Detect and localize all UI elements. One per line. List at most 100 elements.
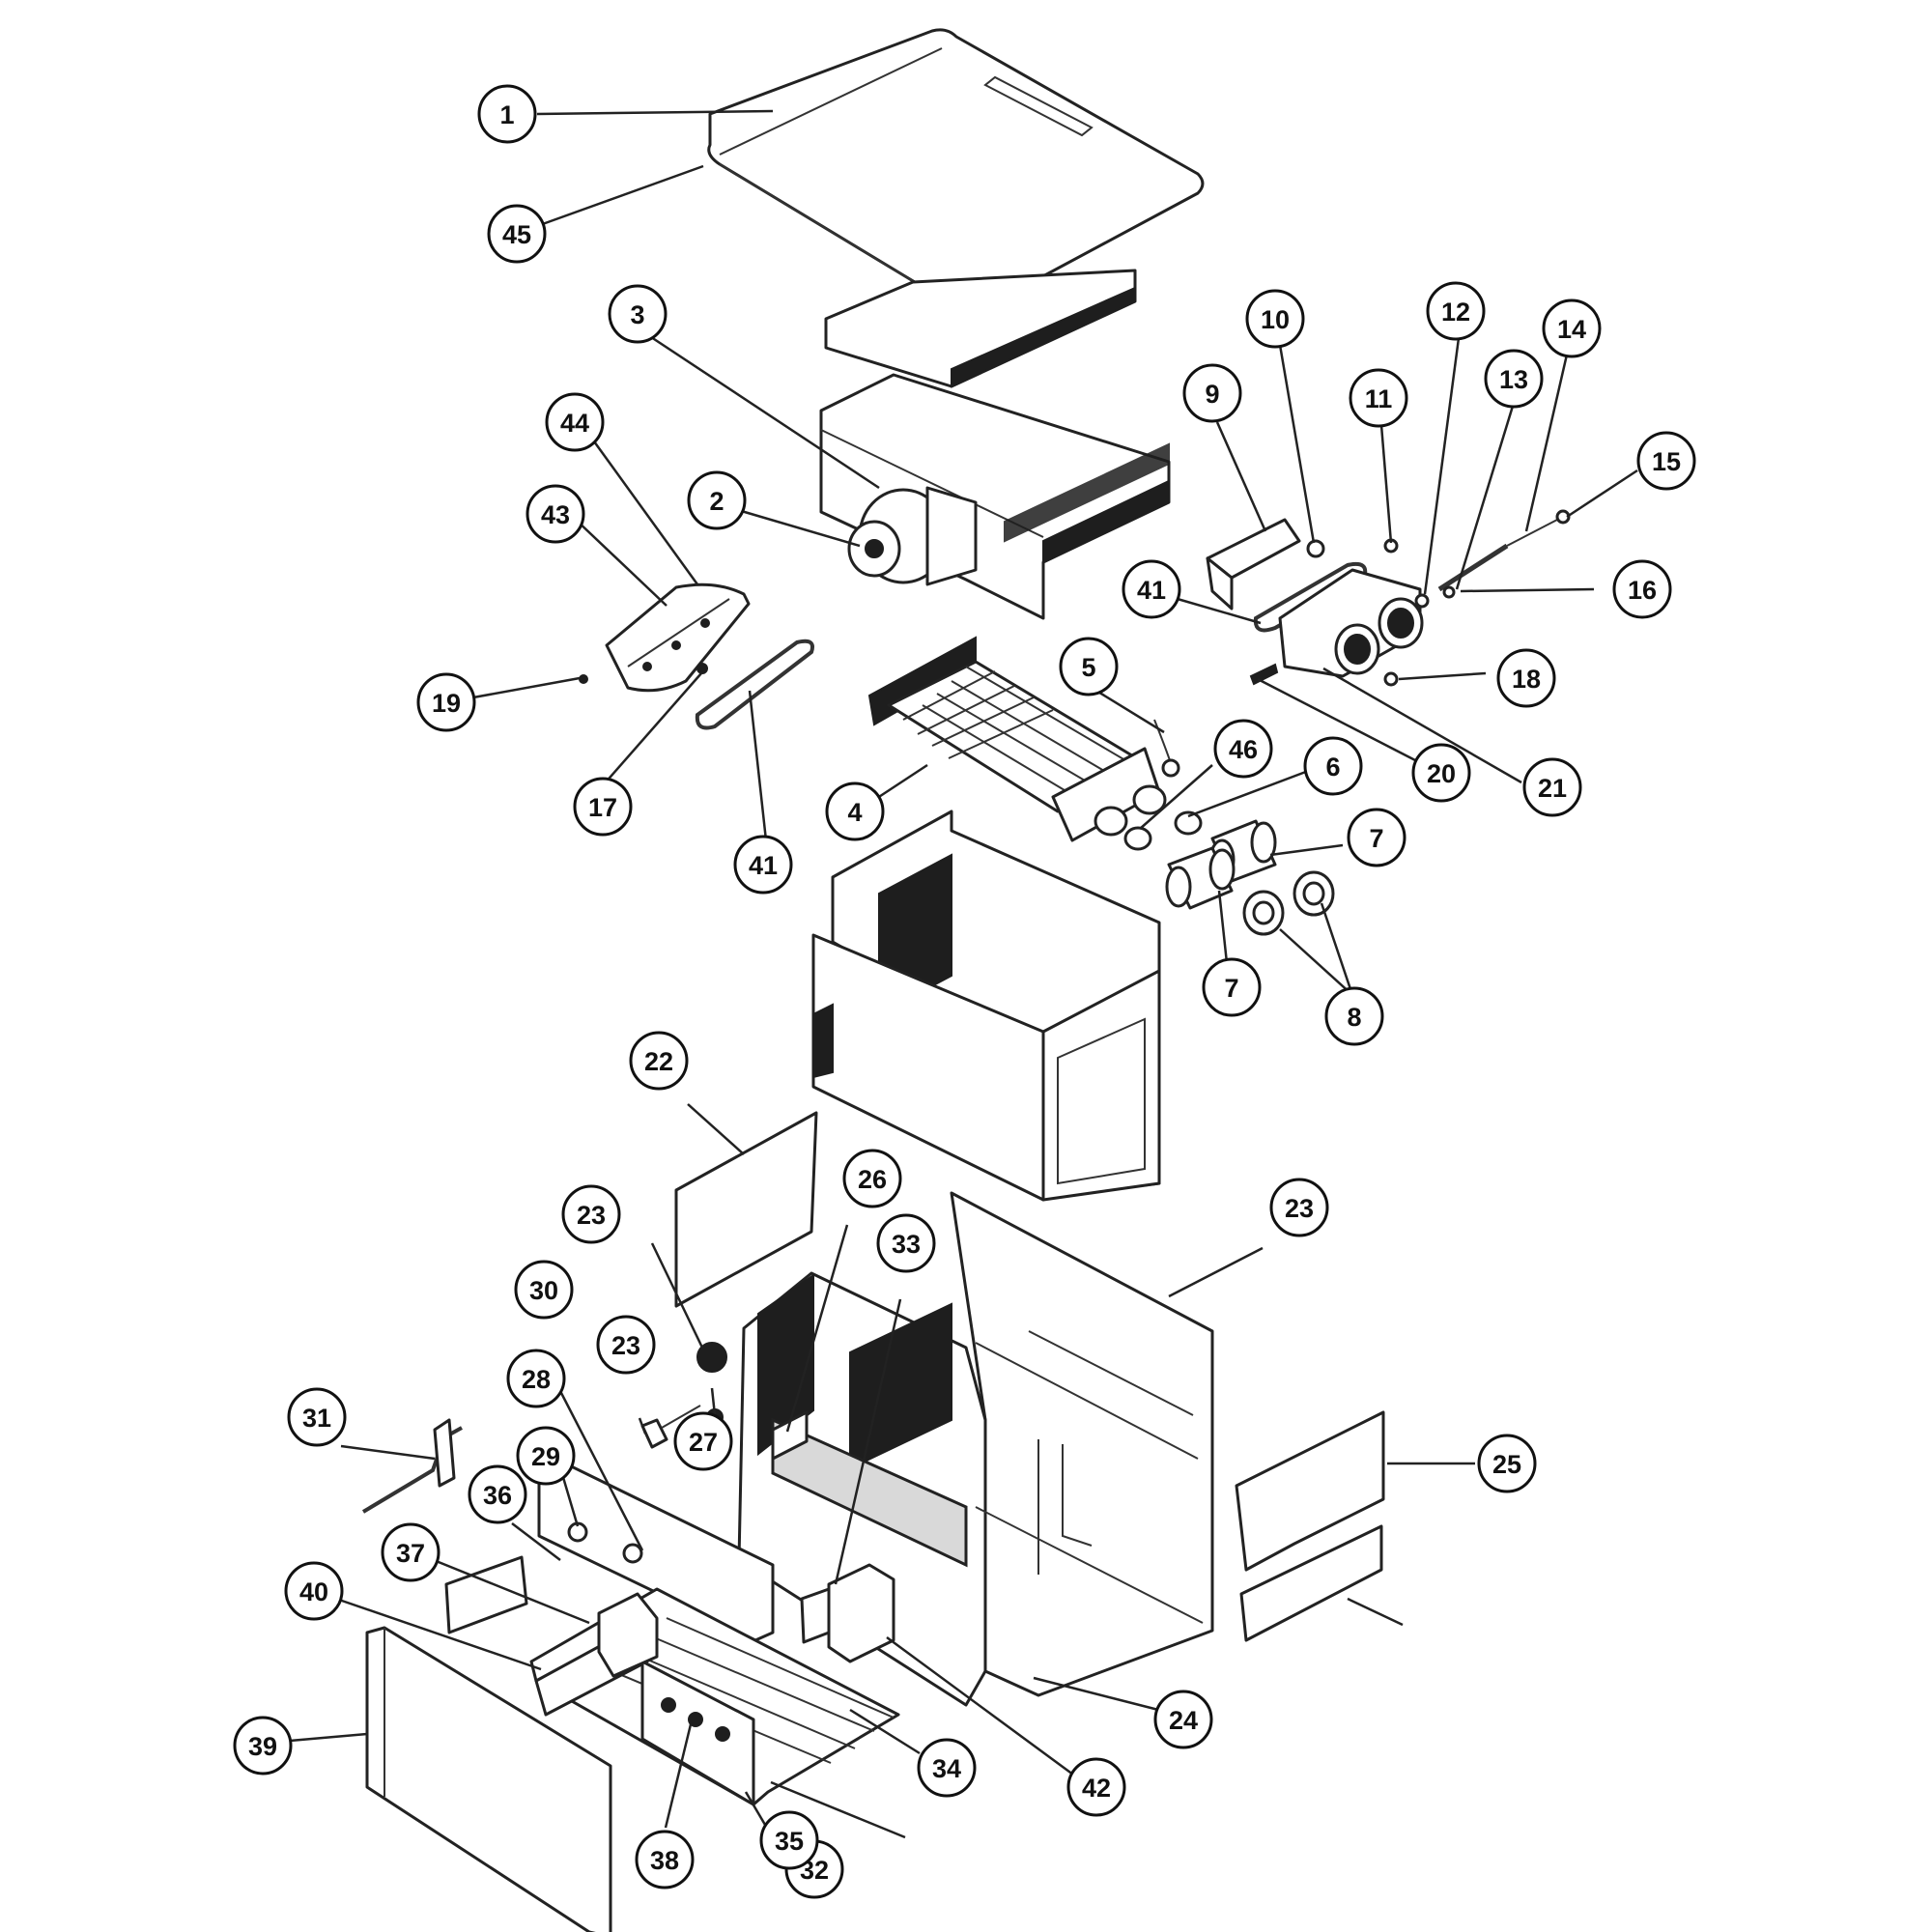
callout-1: 1 — [477, 84, 537, 144]
callout-41: 41 — [1122, 559, 1181, 619]
callout-24: 24 — [1153, 1690, 1213, 1749]
callout-number: 8 — [1347, 1003, 1361, 1032]
callout-19: 19 — [416, 672, 476, 732]
callout-39: 39 — [233, 1716, 293, 1776]
callout-18: 18 — [1496, 648, 1556, 708]
callout-26: 26 — [842, 1149, 902, 1208]
callout-circle — [526, 484, 585, 544]
callout-42: 42 — [1066, 1757, 1126, 1817]
callout-5: 5 — [1059, 637, 1119, 696]
callout-30: 30 — [514, 1260, 574, 1320]
callout-number: 45 — [502, 220, 531, 249]
callout-35: 35 — [759, 1810, 819, 1870]
blower — [847, 486, 978, 586]
callout-circle — [514, 1260, 574, 1320]
callout-circle — [561, 1184, 621, 1244]
igniter-27 — [640, 1405, 701, 1449]
callout-13: 13 — [1484, 349, 1544, 409]
callout-7: 7 — [1202, 957, 1262, 1017]
callout-circle — [506, 1349, 566, 1408]
left-gasket — [695, 639, 814, 730]
bracket-36 — [444, 1555, 528, 1634]
callout-number: 28 — [522, 1365, 551, 1394]
callout-number: 3 — [630, 300, 644, 329]
callout-number: 14 — [1557, 315, 1586, 344]
callout-number: 7 — [1369, 824, 1383, 853]
callout-44: 44 — [545, 392, 605, 452]
callout-number: 17 — [588, 793, 617, 822]
gasket-46 — [1123, 826, 1152, 851]
callout-number: 43 — [541, 500, 570, 529]
callout-circle — [917, 1738, 977, 1798]
callout-number: 16 — [1628, 576, 1657, 605]
callout-number: 27 — [689, 1428, 718, 1457]
bushing-23a — [696, 1342, 727, 1373]
bracket-9 — [1206, 518, 1301, 611]
callout-circle — [477, 84, 537, 144]
callout-number: 2 — [709, 487, 724, 516]
callout-number: 23 — [611, 1331, 640, 1360]
callout-circle — [596, 1315, 656, 1375]
callout-number: 7 — [1224, 974, 1238, 1003]
side-panel-24 — [1235, 1410, 1385, 1572]
callout-number: 12 — [1441, 298, 1470, 327]
top-panel — [824, 269, 1137, 388]
callout-number: 23 — [577, 1201, 606, 1230]
callout-circle — [487, 204, 547, 264]
nut-10 — [1306, 539, 1325, 558]
callout-number: 33 — [892, 1230, 921, 1259]
callout-circle — [1213, 719, 1273, 779]
callout-number: 9 — [1205, 380, 1219, 409]
small-nut — [696, 663, 708, 674]
callout-number: 35 — [775, 1827, 804, 1856]
right-header — [1278, 568, 1424, 678]
callout-circle — [1324, 986, 1384, 1046]
callout-46: 46 — [1213, 719, 1273, 779]
callout-15: 15 — [1636, 431, 1696, 491]
top-cover — [707, 28, 1205, 312]
callout-circle — [608, 284, 668, 344]
callout-circle — [1411, 743, 1471, 803]
pipe-adapter-lower — [1165, 846, 1236, 910]
callout-23: 23 — [596, 1315, 656, 1375]
callout-number: 37 — [396, 1539, 425, 1568]
callout-number: 29 — [531, 1442, 560, 1471]
callout-number: 6 — [1325, 753, 1340, 781]
union-nuts — [1242, 870, 1335, 936]
callout-29: 29 — [516, 1426, 576, 1486]
callout-circle — [545, 392, 605, 452]
callout-31: 31 — [287, 1387, 347, 1447]
callout-number: 23 — [1285, 1194, 1314, 1223]
callout-28: 28 — [506, 1349, 566, 1408]
flue-collector — [819, 373, 1171, 620]
callout-circle — [233, 1716, 293, 1776]
callout-38: 38 — [635, 1830, 695, 1889]
callout-number: 13 — [1499, 365, 1528, 394]
callout-circle — [635, 1830, 695, 1889]
callout-number: 30 — [529, 1276, 558, 1305]
callout-37: 37 — [381, 1522, 440, 1582]
callout-number: 36 — [483, 1481, 512, 1510]
left-header — [605, 582, 751, 693]
callout-circle — [825, 781, 885, 841]
callout-circle — [1153, 1690, 1213, 1749]
callout-circle — [1182, 363, 1242, 423]
callout-2: 2 — [687, 470, 747, 530]
screw — [579, 674, 588, 684]
callout-34: 34 — [917, 1738, 977, 1798]
callout-25: 25 — [1477, 1434, 1537, 1493]
callout-circle — [381, 1522, 440, 1582]
callout-circle — [1202, 957, 1262, 1017]
pilot-26 — [771, 1410, 809, 1461]
callout-circle — [1426, 281, 1486, 341]
callout-21: 21 — [1522, 757, 1582, 817]
callout-number: 21 — [1538, 774, 1567, 803]
callout-circle — [573, 777, 633, 837]
callout-circle — [1347, 808, 1406, 867]
callout-circle — [1303, 736, 1363, 796]
callout-circle — [1066, 1757, 1126, 1817]
callout-number: 20 — [1427, 759, 1456, 788]
